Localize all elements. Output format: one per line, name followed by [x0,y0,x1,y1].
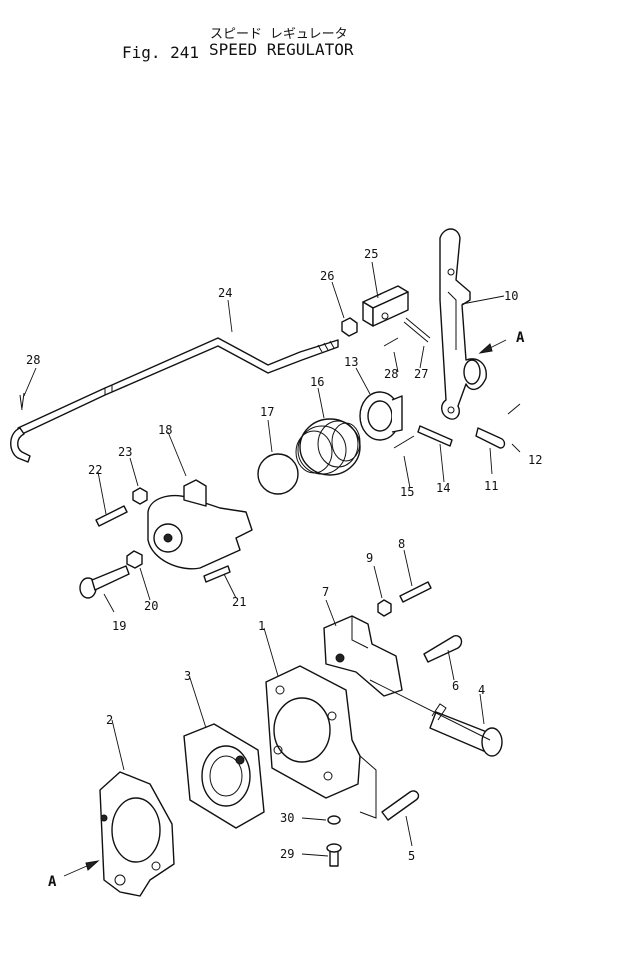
callout-13: 13 [344,355,358,369]
callout-11: 11 [484,479,498,493]
arrow-a-lower-head [85,860,100,871]
bracket-part-7 [323,615,403,697]
callout-2: 2 [106,713,113,727]
callout-28-right: 28 [384,367,398,381]
callout-19: 19 [112,619,126,633]
pin-part-28-left [19,392,25,411]
callout-24: 24 [218,286,232,300]
block-part-25 [362,285,409,327]
nut-part-23 [132,487,148,505]
callout-30: 30 [280,811,294,825]
callout-7: 7 [322,585,329,599]
diaphragm-part-3 [183,723,265,829]
callout-17: 17 [260,405,274,419]
body-part-1 [265,665,361,799]
pin-part-27 [403,317,431,343]
callout-29: 29 [280,847,294,861]
flange-part-2 [99,771,175,897]
nut-part-9 [377,599,392,617]
nut-part-26 [341,317,358,337]
callout-20: 20 [144,599,158,613]
bolt-part-21 [203,565,231,583]
pin-part-15 [393,435,415,449]
cap-part-13 [359,391,403,441]
stud-part-22 [95,505,128,527]
callout-9: 9 [366,551,373,565]
callout-25: 25 [364,247,378,261]
callout-8: 8 [398,537,405,551]
callout-1: 1 [258,619,265,633]
callout-23: 23 [118,445,132,459]
washer-part-30 [327,815,341,825]
leader-lines [23,261,521,857]
bolt-part-5 [381,790,420,821]
callout-10: 10 [504,289,518,303]
callout-6: 6 [452,679,459,693]
callout-5: 5 [408,849,415,863]
disc-part-17 [257,453,299,495]
callout-22: 22 [88,463,102,477]
callout-15: 15 [400,485,414,499]
figure-number: Fig. 241 [122,43,199,62]
callout-12: 12 [528,453,542,467]
spring-part-16 [295,418,361,476]
callout-18: 18 [158,423,172,437]
bolt-part-6 [423,635,463,663]
title-english: SPEED REGULATOR [209,40,354,59]
header: スピード レギュレータ Fig. 241 SPEED REGULATOR [122,27,354,62]
callout-28-left: 28 [26,353,40,367]
pin-part-14 [417,425,453,447]
title-japanese: スピード レギュレータ [210,27,348,42]
rod-part-24 [10,337,339,463]
view-marker-a-lower: A [48,874,57,890]
lever-part-10 [439,228,487,420]
arrow-a-upper-head [478,343,493,354]
bolt-part-29 [326,843,342,867]
callout-4: 4 [478,683,485,697]
callout-16: 16 [310,375,324,389]
callout-14: 14 [436,481,450,495]
stud-part-8 [399,581,432,603]
callout-27: 27 [414,367,428,381]
nut-part-20 [126,550,143,569]
callouts: 1 2 3 4 5 6 7 8 9 10 11 12 13 14 15 16 1… [26,247,542,863]
pin-part-28-right [383,337,399,347]
solenoid-part-4 [429,703,503,757]
callout-3: 3 [184,669,191,683]
pin-part-12 [507,403,521,415]
pin-part-11 [475,427,506,449]
housing-part-18 [147,479,253,570]
bolt-part-19 [79,565,130,599]
callout-21: 21 [232,595,246,609]
callout-26: 26 [320,269,334,283]
view-marker-a-upper: A [516,330,525,346]
